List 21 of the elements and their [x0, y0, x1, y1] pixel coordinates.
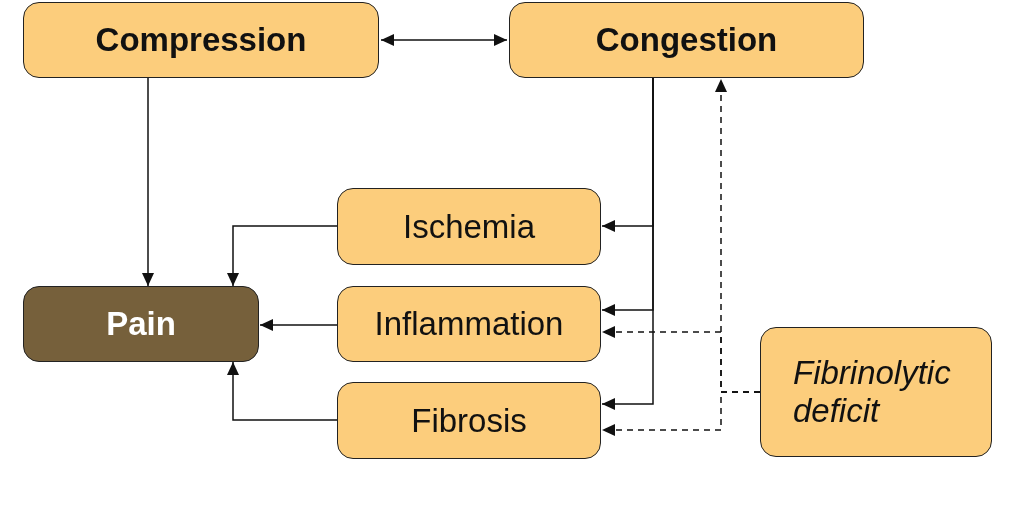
arrow	[142, 77, 154, 287]
node-label: Fibrinolytic deficit	[793, 354, 952, 430]
node-label: Fibrosis	[411, 401, 527, 440]
node-label: Pain	[106, 305, 176, 343]
arrow	[227, 225, 338, 287]
process-box	[760, 327, 992, 457]
arrow	[259, 319, 338, 331]
process-box	[337, 188, 601, 265]
process-box	[509, 2, 864, 78]
node-label: Inflammation	[374, 305, 564, 343]
node-label: Congestion	[595, 21, 778, 59]
node-label: Ischemia	[402, 207, 536, 246]
arrow	[380, 34, 508, 46]
process-box	[23, 2, 379, 78]
outcome-box	[23, 286, 259, 362]
process-box	[337, 286, 601, 362]
node-label: Compression	[95, 21, 307, 59]
arrow	[227, 361, 338, 421]
arrow	[601, 391, 761, 436]
process-box	[337, 382, 601, 459]
arrow	[601, 77, 654, 410]
